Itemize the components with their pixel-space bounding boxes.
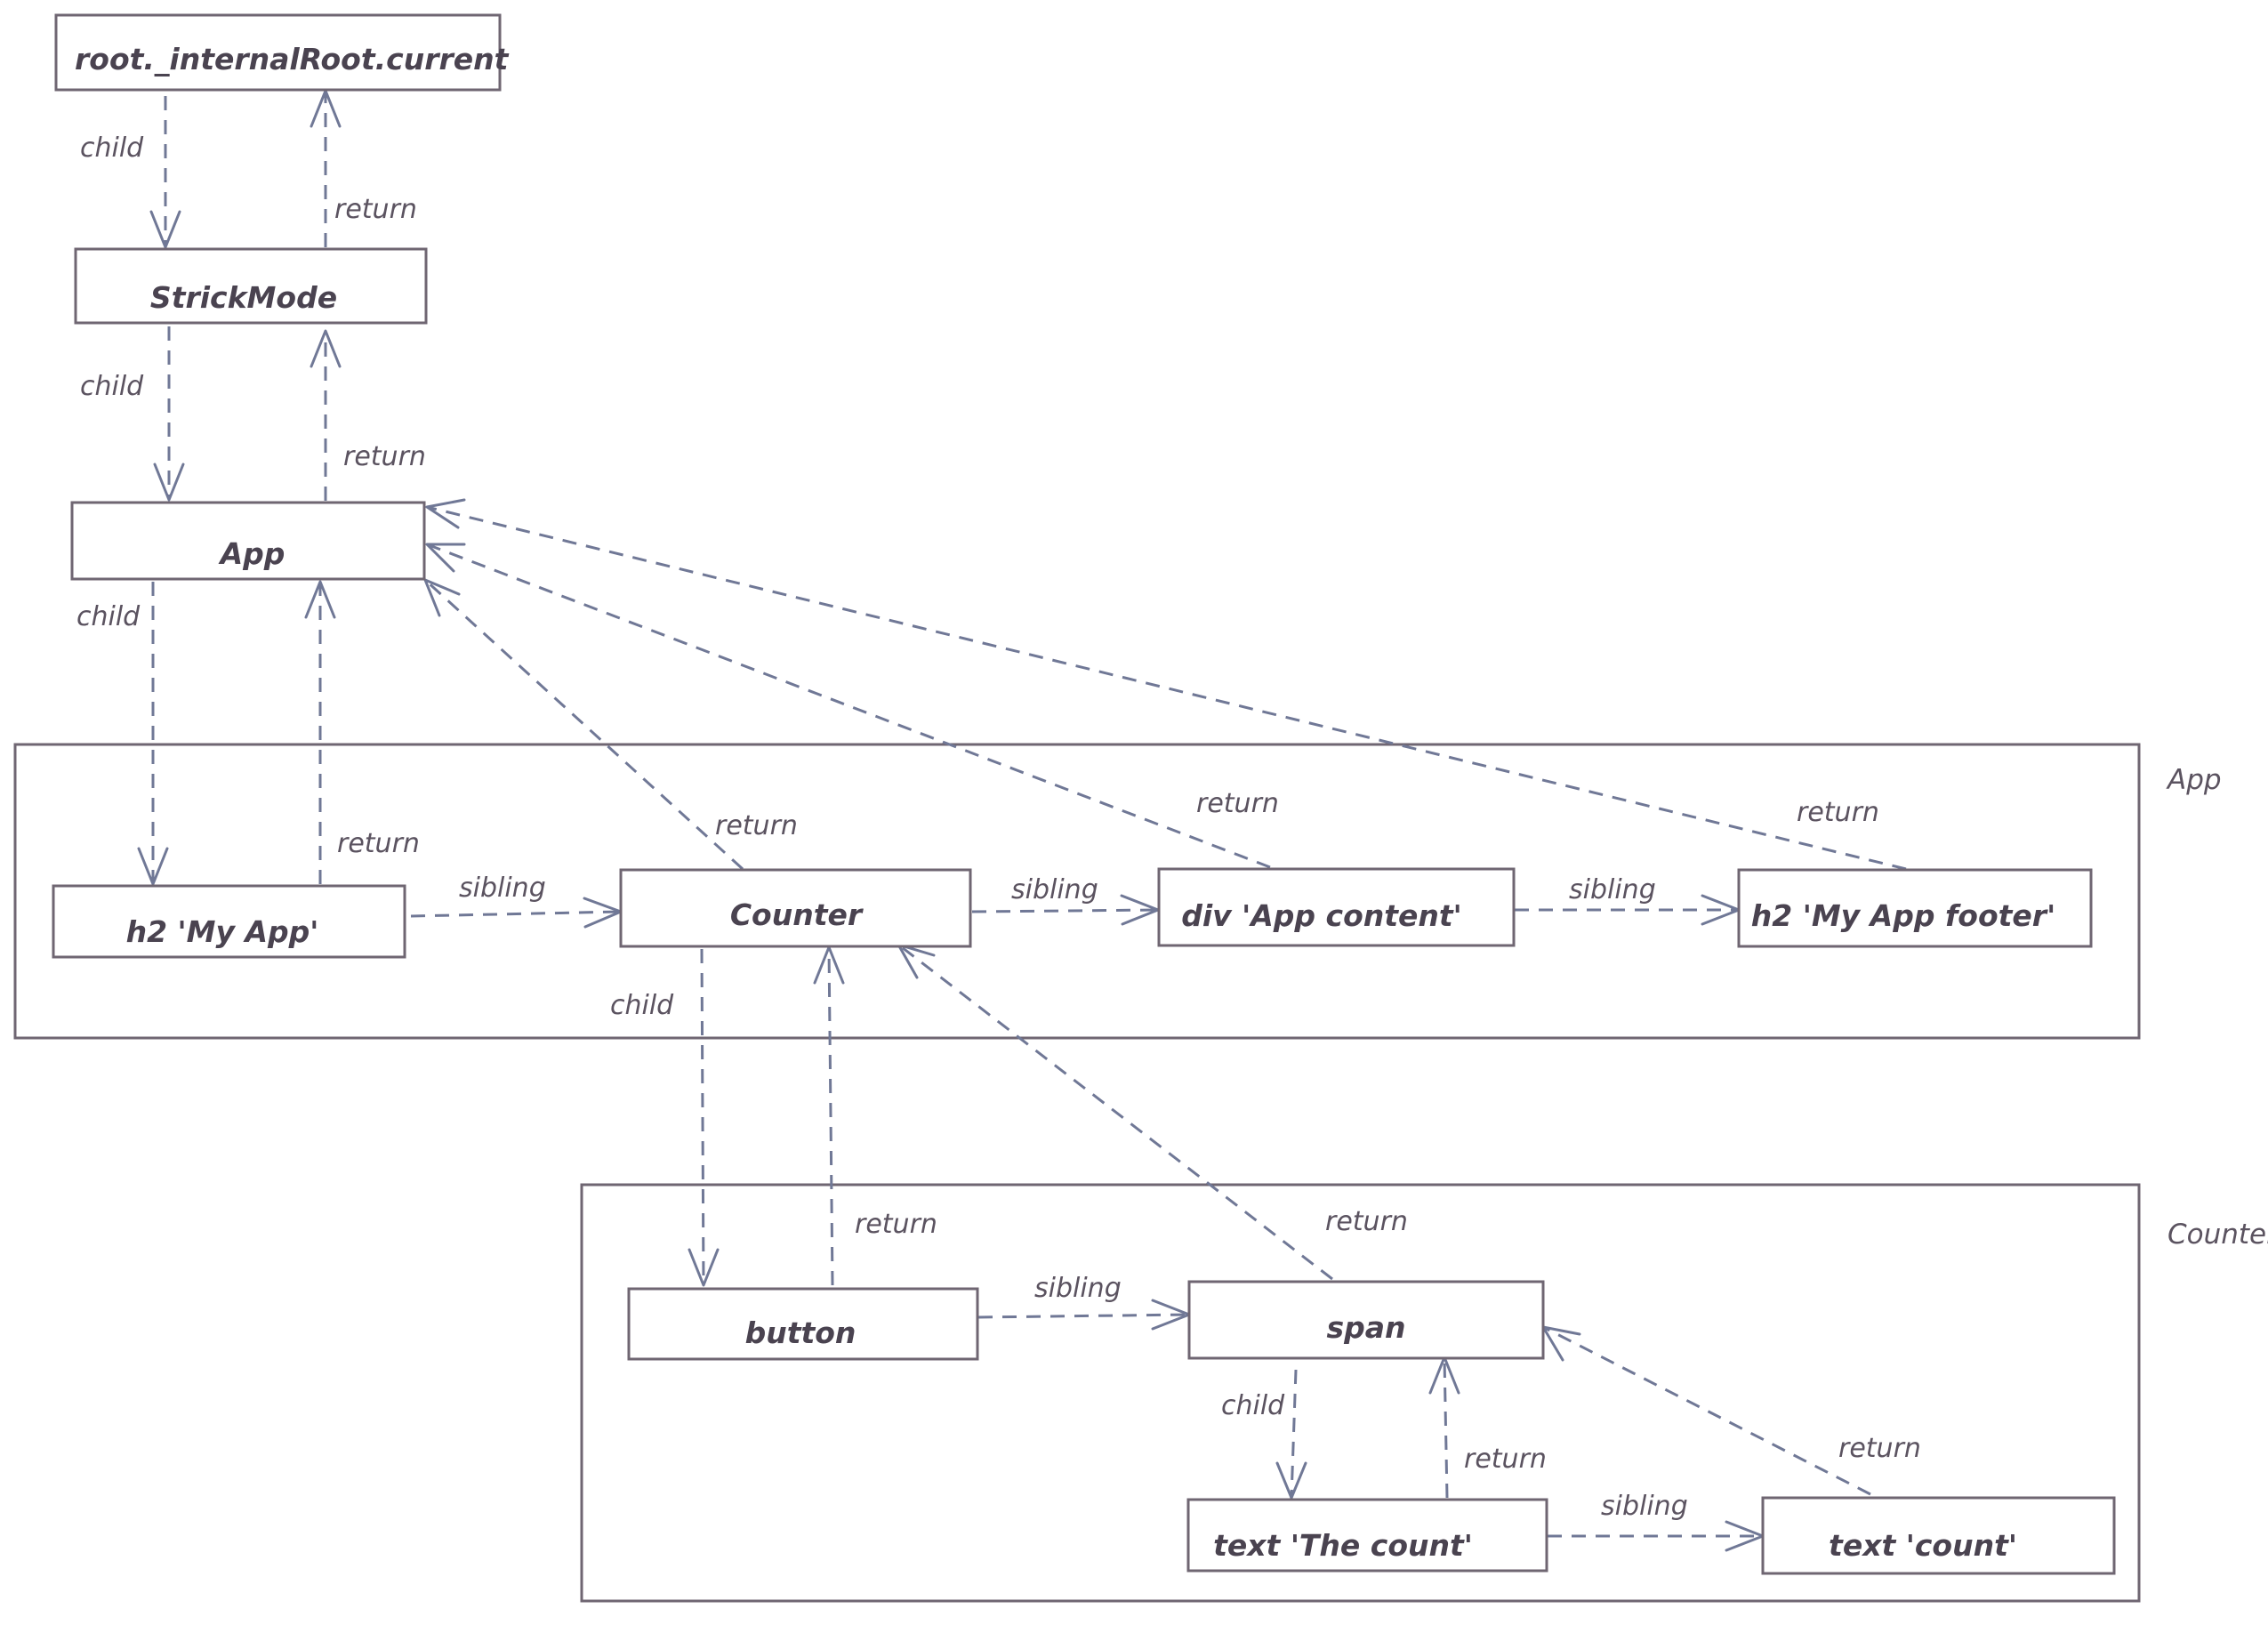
- node-h2-footer: h2 'My App footer': [1737, 868, 2093, 948]
- node-strictmode-label: StrickMode: [150, 280, 337, 315]
- edge-label-child: child: [1221, 1390, 1285, 1421]
- edge-textcount-return: [1443, 1356, 1449, 1499]
- node-text-count: text 'count': [1761, 1496, 2116, 1575]
- app-frame: App: [13, 743, 2222, 1040]
- edge-counter-return: [423, 578, 744, 871]
- edge-label-return: return: [337, 828, 420, 859]
- edge-label-sibling: sibling: [1011, 874, 1098, 905]
- edge-label-child: child: [76, 601, 141, 632]
- edge-label-return: return: [715, 810, 798, 841]
- edge-label-child: child: [80, 371, 144, 402]
- node-button-label: button: [745, 1315, 857, 1350]
- node-h2-my-app: h2 'My App': [52, 884, 406, 959]
- edge-label-sibling: sibling: [1034, 1273, 1122, 1304]
- edge-button-return: [827, 946, 834, 1286]
- arrowhead: [137, 847, 169, 886]
- edge-label-return: return: [1464, 1444, 1547, 1475]
- app-frame-label: App: [2166, 764, 2222, 796]
- edge-button-sibling: [977, 1313, 1190, 1319]
- node-div-app-content-label: div 'App content': [1181, 898, 1462, 933]
- counter-frame: Counter: [580, 1183, 2268, 1603]
- node-counter: Counter: [619, 868, 972, 948]
- node-strictmode: StrickMode: [74, 247, 428, 325]
- arrowhead: [153, 463, 185, 502]
- edge-label-return: return: [1196, 788, 1279, 819]
- edge-label-return: return: [1325, 1206, 1408, 1237]
- arrowhead: [304, 580, 336, 619]
- arrowhead: [1541, 1325, 1581, 1362]
- edge-label-sibling: sibling: [1601, 1491, 1688, 1522]
- counter-frame-label: Counter: [2167, 1219, 2268, 1251]
- node-counter-label: Counter: [730, 897, 864, 932]
- edge-span-child: [1290, 1369, 1298, 1499]
- arrowhead: [425, 543, 466, 573]
- edge-label-sibling: sibling: [1569, 874, 1656, 905]
- edge-div-return: [426, 543, 1271, 869]
- node-text-the-count: text 'The count': [1186, 1498, 1548, 1573]
- edges: [151, 91, 1907, 1538]
- node-span-label: span: [1326, 1310, 1405, 1345]
- node-button: button: [627, 1287, 979, 1361]
- edge-counter-sibling: [971, 908, 1159, 913]
- edge-label-child: child: [610, 990, 674, 1021]
- node-root-label: root._internalRoot.current: [75, 42, 510, 76]
- edge-label-child: child: [80, 133, 144, 164]
- edge-label-return: return: [1838, 1433, 1921, 1464]
- arrowhead: [425, 498, 466, 529]
- edge-labels: child return child return child return s…: [76, 133, 1921, 1522]
- node-text-count-label: text 'count': [1829, 1528, 2017, 1563]
- arrowhead: [688, 1248, 720, 1287]
- edge-span-return: [897, 943, 1333, 1281]
- arrowhead: [310, 329, 342, 368]
- node-app: App: [70, 501, 426, 581]
- node-span: span: [1187, 1280, 1545, 1360]
- node-root: root._internalRoot.current: [54, 13, 510, 92]
- node-app-label: App: [218, 536, 286, 571]
- edge-label-return: return: [855, 1209, 937, 1240]
- edge-label-return: return: [1797, 797, 1879, 828]
- edge-count-return: [1542, 1325, 1871, 1496]
- arrowhead: [149, 210, 181, 249]
- edge-counter-child: [700, 948, 705, 1286]
- edge-footer-return: [426, 505, 1907, 871]
- edge-h2-sibling: [410, 910, 622, 918]
- edge-label-sibling: sibling: [459, 873, 546, 904]
- node-text-the-count-label: text 'The count': [1213, 1528, 1473, 1563]
- arrowhead: [1275, 1461, 1307, 1500]
- node-div-app-content: div 'App content': [1157, 867, 1516, 947]
- node-h2-my-app-label: h2 'My App': [126, 914, 319, 949]
- edge-label-return: return: [343, 441, 426, 472]
- edge-label-return: return: [334, 194, 417, 225]
- node-h2-footer-label: h2 'My App footer': [1751, 898, 2055, 933]
